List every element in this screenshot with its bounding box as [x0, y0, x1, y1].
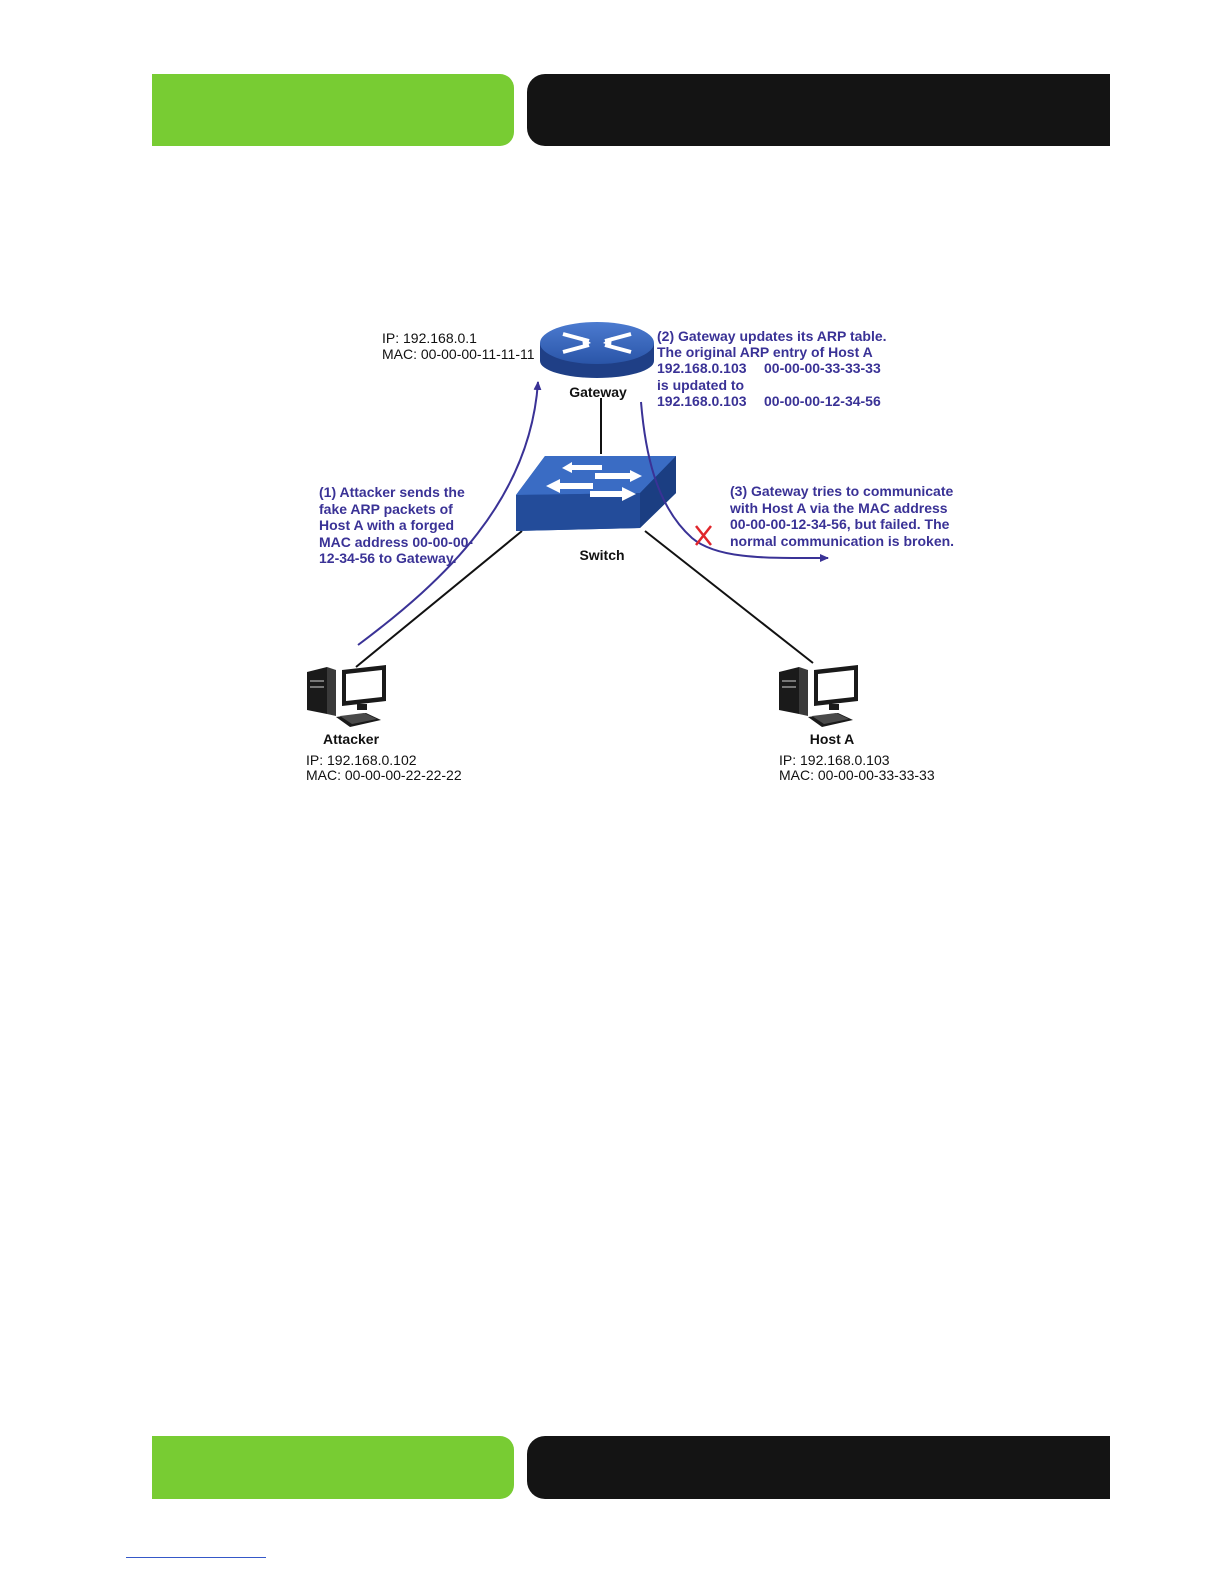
step2-line: The original ARP entry of Host A	[657, 344, 873, 360]
arp-entry-before-ip: 192.168.0.103	[657, 360, 747, 376]
step1-line: MAC address 00-00-00-	[319, 534, 473, 550]
gateway-mac: MAC: 00-00-00-11-11-11	[382, 346, 535, 362]
gateway-label: Gateway	[569, 384, 627, 400]
header-black-bar	[527, 74, 1110, 146]
header-green-bar	[152, 74, 514, 146]
footer-link-underline	[126, 1557, 266, 1558]
step2-line: (2) Gateway updates its ARP table.	[657, 328, 887, 344]
step1-annotation: (1) Attacker sends the fake ARP packets …	[319, 484, 473, 566]
failure-x-mark	[695, 525, 712, 546]
step3-line: (3) Gateway tries to communicate	[730, 483, 954, 499]
link-switch-attacker	[355, 530, 523, 668]
host-a-ip: IP: 192.168.0.103	[779, 752, 890, 768]
arp-entry-after-ip: 192.168.0.103	[657, 393, 747, 409]
host-a-label: Host A	[810, 731, 855, 747]
step1-line: Host A with a forged	[319, 517, 454, 533]
attacker-label: Attacker	[323, 731, 380, 747]
step1-line: fake ARP packets of	[319, 501, 453, 517]
step3-line: normal communication is broken.	[730, 533, 954, 549]
step3-line: with Host A via the MAC address	[729, 500, 948, 516]
router-icon	[540, 322, 654, 378]
attacker-ip: IP: 192.168.0.102	[306, 752, 417, 768]
step2-annotation: (2) Gateway updates its ARP table. The o…	[657, 328, 887, 409]
arp-entry-after-mac: 00-00-00-12-34-56	[764, 393, 881, 409]
fake-arp-arrow	[357, 381, 542, 646]
gateway-ip: IP: 192.168.0.1	[382, 330, 477, 346]
link-switch-host-a	[644, 530, 814, 664]
switch-label: Switch	[579, 547, 624, 563]
attacker-mac: MAC: 00-00-00-22-22-22	[306, 767, 462, 783]
host-a-computer-icon	[779, 665, 858, 727]
footer-green-bar	[152, 1436, 514, 1499]
step2-line: is updated to	[657, 377, 744, 393]
switch-icon	[516, 456, 676, 531]
host-a-mac: MAC: 00-00-00-33-33-33	[779, 767, 935, 783]
step1-line: (1) Attacker sends the	[319, 484, 465, 500]
arp-entry-before-mac: 00-00-00-33-33-33	[764, 360, 881, 376]
footer-black-bar	[527, 1436, 1110, 1499]
failed-communication-arrow	[640, 401, 829, 563]
step3-annotation: (3) Gateway tries to communicate with Ho…	[729, 483, 954, 549]
attacker-computer-icon	[307, 665, 386, 727]
step3-line: 00-00-00-12-34-56, but failed. The	[730, 516, 950, 532]
step1-line: 12-34-56 to Gateway.	[319, 550, 456, 566]
